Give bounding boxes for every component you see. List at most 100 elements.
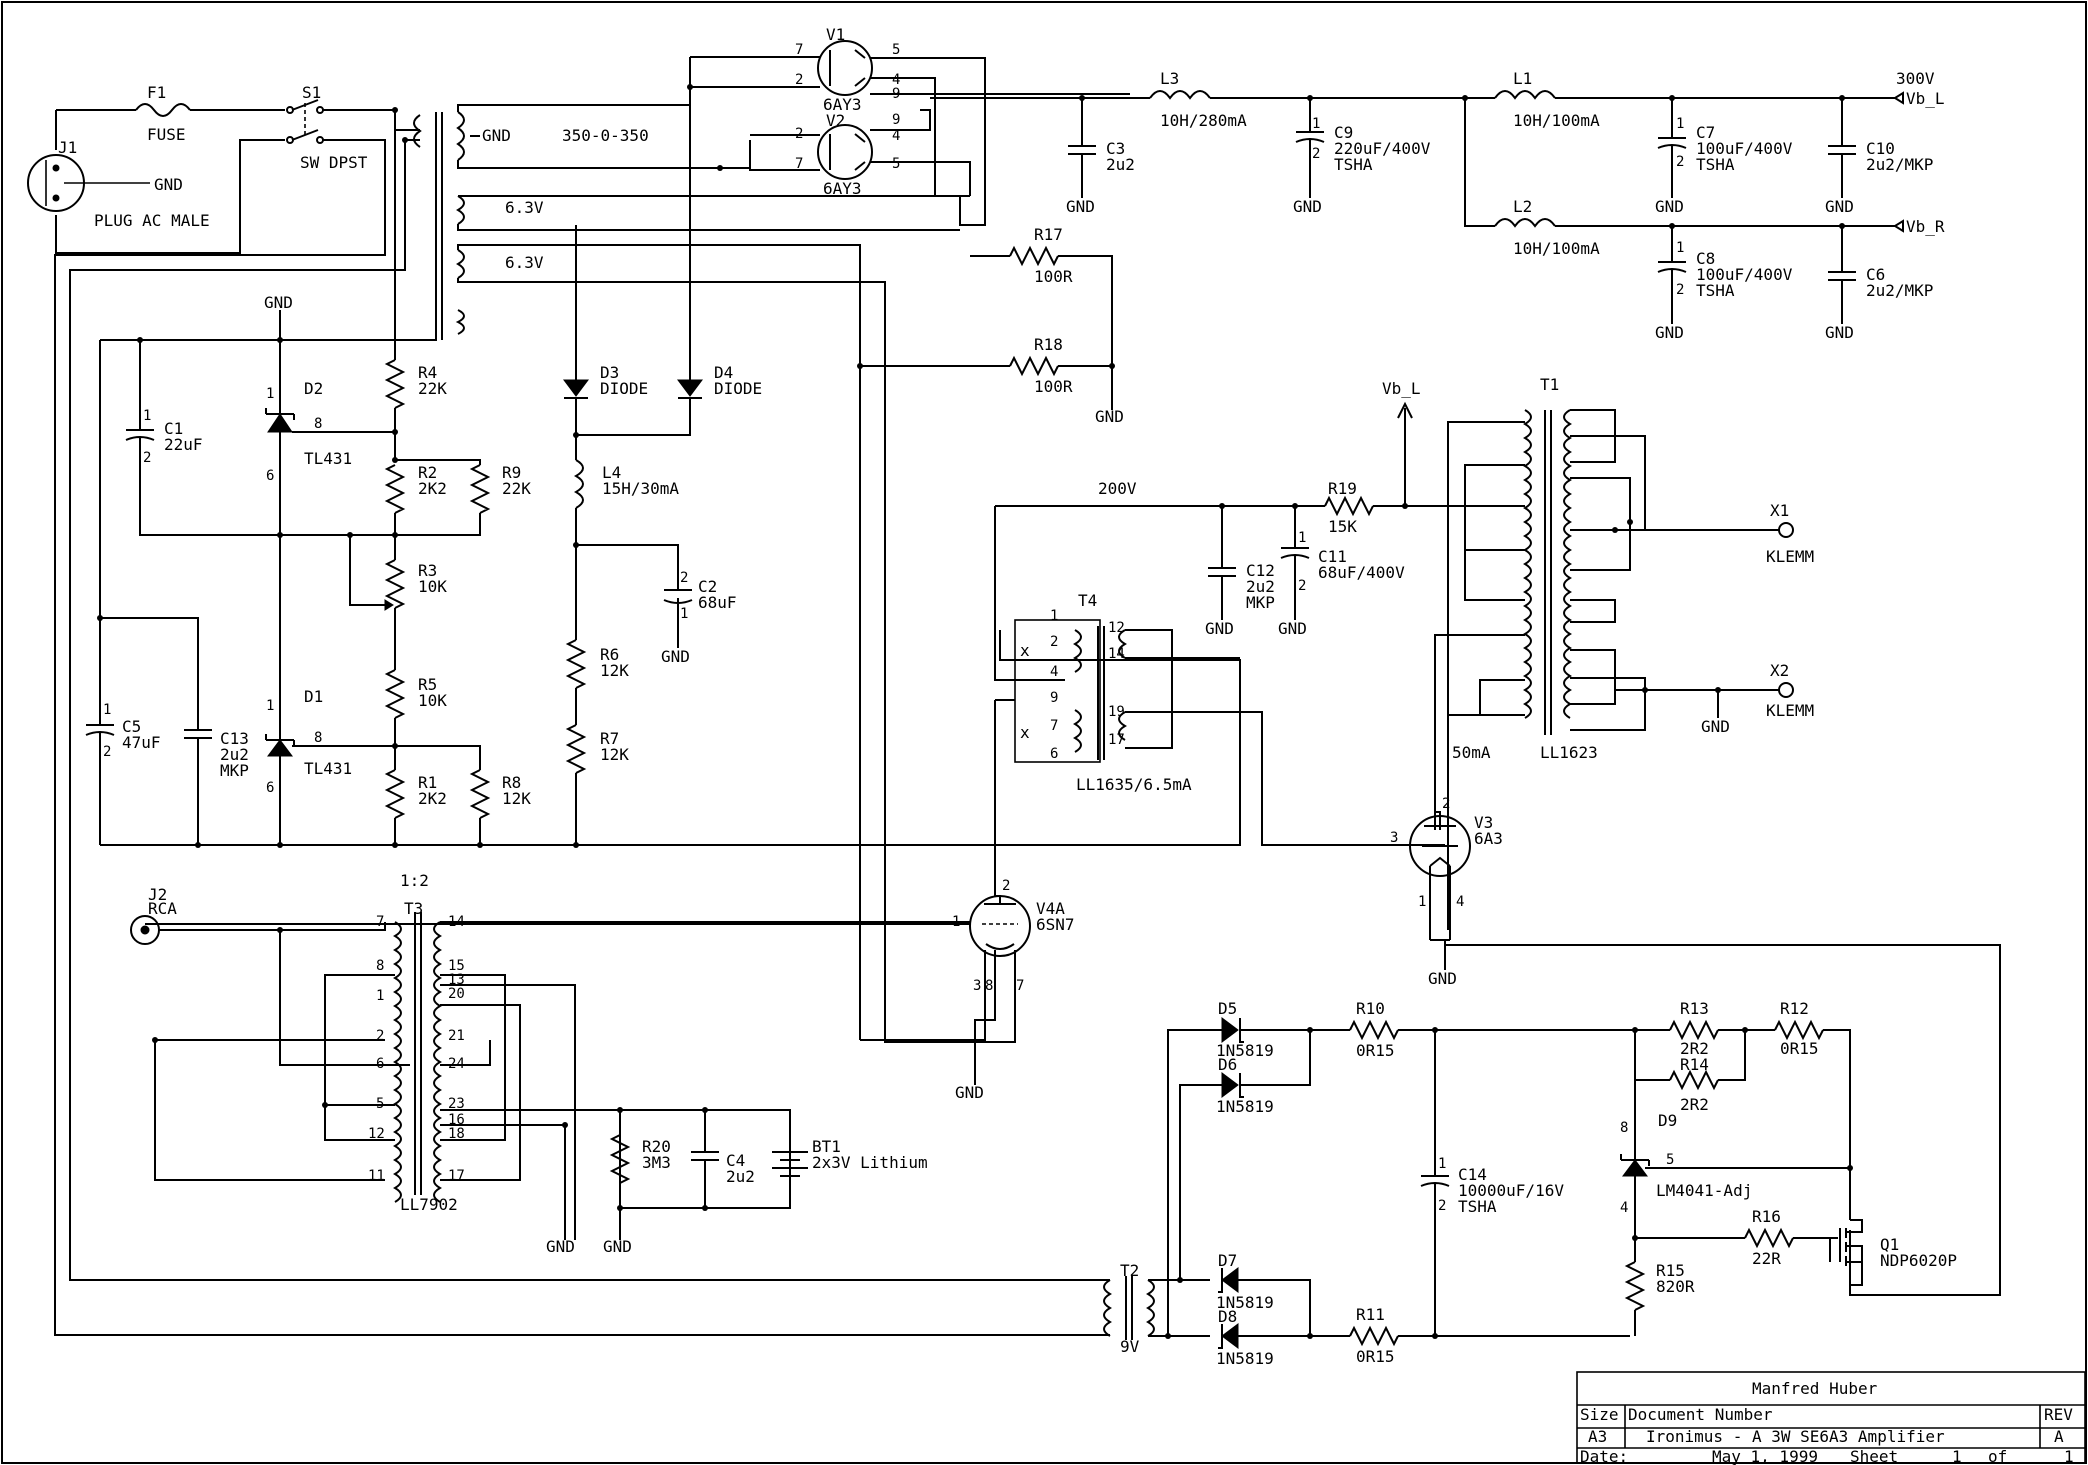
t3-type: LL7902 [400,1195,458,1214]
r7-val: 12K [600,745,629,764]
r11-resistor [1349,1325,1399,1347]
r5-val: 10K [418,691,447,710]
c9-type: TSHA [1334,155,1373,174]
tx-primary-coil [413,114,422,148]
bias-gnd: GND [264,293,293,312]
c4-val: 2u2 [726,1167,755,1186]
t3-pin8: 8 [376,958,384,974]
c12-gnd: GND [1205,619,1234,638]
r3-val: 10K [418,577,447,596]
t4-pin7: 7 [1050,718,1058,734]
d9-pin4: 4 [1620,1200,1628,1216]
t1-ref: T1 [1540,375,1559,394]
r10-ref: R10 [1356,999,1385,1018]
svg-text:1: 1 [1438,1156,1446,1172]
t3-pin24: 24 [448,1056,465,1072]
r4-resistor [384,359,406,409]
v3-pin2: 2 [1442,796,1450,812]
r5-resistor [384,669,406,719]
v2-ref: V2 [826,111,845,130]
v3-current: 50mA [1452,743,1491,762]
c6-val: 2u2/MKP [1866,281,1933,300]
r11-val: 0R15 [1356,1347,1395,1366]
t3-pin6: 6 [376,1056,384,1072]
vb-l-label: Vb_L [1906,89,1945,108]
svg-text:2: 2 [1298,578,1306,594]
tx-350-label: 350-0-350 [562,126,649,145]
fuse-symbol [135,103,191,117]
s1-ref: S1 [302,83,321,102]
bias-supply: D3 DIODE D4 DIODE L4 15H/30mA 2 1 C2 68u… [85,225,1241,848]
v2-pin2: 2 [795,126,803,142]
j2-ref: J2 [148,885,167,904]
t2-secondary-coil [1146,1279,1155,1337]
t3-gnd: GND [546,1237,575,1256]
title-date: May 1, 1999 [1712,1447,1818,1465]
r16-ref: R16 [1752,1207,1781,1226]
r2-ref: R2 [418,463,437,482]
d5-ref: D5 [1218,999,1237,1018]
d6-ref: D6 [1218,1055,1237,1074]
r18-ref: R18 [1034,335,1063,354]
t3-pin13: 13 [448,972,465,988]
svg-text:8: 8 [314,730,322,746]
t4-secondary-coil-b [1118,711,1127,741]
svg-text:2: 2 [143,450,151,466]
t3-pin11: 11 [368,1168,385,1184]
r6-resistor [565,639,587,689]
r11-ref: R11 [1356,1305,1385,1324]
t4-pin19: 19 [1108,704,1125,720]
svg-text:2: 2 [680,570,688,586]
v2-pin4: 4 [892,128,900,144]
input-stage: J2 RCA R20 3M3 C4 2u2 BT1 2x3V Lithium G… [130,871,970,1256]
v4a-pin2: 2 [1002,878,1010,894]
t2-val: 9V [1120,1337,1140,1356]
r14-ref: R14 [1680,1055,1709,1074]
v300-label: 300V [1896,69,1935,88]
v4a-pin3: 3 [973,978,981,994]
d7-type: 1N5819 [1216,1293,1274,1312]
x1-label: KLEMM [1766,547,1814,566]
r6-ref: R6 [600,645,619,664]
vb-r-label: Vb_R [1906,217,1945,236]
j2-label: RCA [148,899,177,918]
v2-pin9: 9 [892,112,900,128]
r19-val: 15K [1328,517,1357,536]
v1-pin9: 9 [892,86,900,102]
d2-ref: D2 [304,379,323,398]
v4a-pin8: 8 [985,978,993,994]
t4-type: LL1635/6.5mA [1076,775,1192,794]
svg-text:1: 1 [680,606,688,622]
t3-pin14: 14 [448,914,465,930]
v4a-pin7: 7 [1016,978,1024,994]
r20-resistor [609,1134,631,1184]
x1-terminal [1778,522,1794,538]
t3-secondary-coil [433,921,442,1203]
c12-ref: C12 [1246,561,1275,580]
d5-type: 1N5819 [1216,1041,1274,1060]
driver-stage: Vb_L 200V R19 15K C12 2u2 MKP GND 1 2 C1… [145,379,1449,1102]
c9-ref: C9 [1334,123,1353,142]
r3-ref: R3 [418,561,437,580]
d9-pin8: 8 [1620,1120,1628,1136]
t4-pin14: 14 [1108,646,1125,662]
l1-val: 10H/100mA [1513,111,1600,130]
d1-ref: D1 [304,687,323,706]
svg-text:1: 1 [266,698,274,714]
d3-diode [563,379,589,397]
r15-val: 820R [1656,1277,1695,1296]
d4-type: DIODE [714,379,762,398]
svg-text:1: 1 [1676,116,1684,132]
t3-pin17: 17 [448,1168,465,1184]
r18-gnd: GND [1095,407,1124,426]
v1-pin2: 2 [795,72,803,88]
r15-resistor [1624,1261,1646,1311]
r10-resistor [1349,1019,1399,1041]
l1-inductor [1494,90,1556,100]
d8-type: 1N5819 [1216,1349,1274,1368]
v3-gnd: GND [1428,969,1457,988]
output-stage: T1 LL1623 X1 KLEMM X2 KLEMM GND V3 6A3 5… [1390,375,2001,1296]
r13-val: 2R2 [1680,1039,1709,1058]
c12-val: 2u2 [1246,577,1275,596]
t3-pin16: 16 [448,1112,465,1128]
